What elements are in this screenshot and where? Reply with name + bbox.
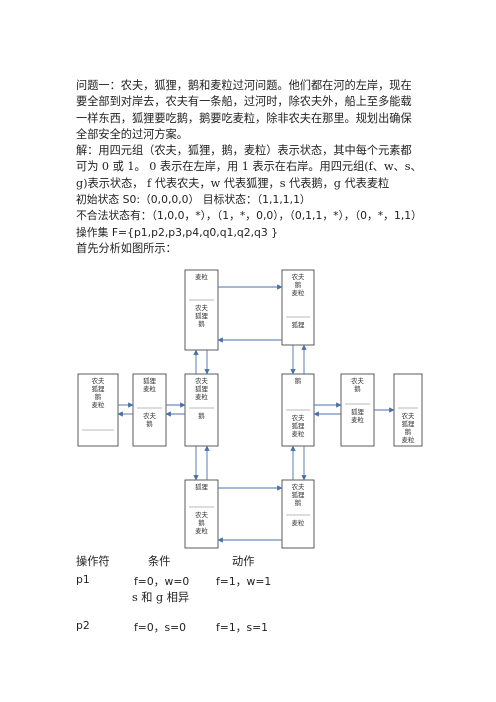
state-right-item: 农夫 <box>292 413 305 422</box>
state-left-item: 鹅 <box>295 280 301 289</box>
state-right-item: 鹅 <box>198 319 204 328</box>
state-right-item: 狐狸 <box>195 311 208 320</box>
state-left-item: 农夫 <box>292 272 305 281</box>
state-right-item: 狐狸 <box>402 419 415 428</box>
analysis-intro: 首先分析如图所示： <box>76 241 177 255</box>
state-left-item: 农夫 <box>292 482 305 491</box>
state-left-item: 鹅 <box>354 384 360 393</box>
state-left-item: 农夫 <box>195 376 208 385</box>
state-left-item: 麦粒 <box>143 384 156 393</box>
state-right-item: 麦粒 <box>292 429 305 438</box>
problem-statement: 问题一：农夫，狐狸，鹅和麦粒过河问题。他们都在河的左岸，现在要全部到对岸去，农夫… <box>76 79 412 141</box>
state-right-item: 鹅 <box>146 419 152 428</box>
state-right-item: 农夫 <box>195 510 208 519</box>
operator-name: p2 <box>76 619 90 632</box>
state-right-item: 麦粒 <box>195 526 208 535</box>
operator-condition: f=0，s=0 <box>134 621 187 634</box>
state-right-item: 狐狸 <box>351 407 364 416</box>
operator-condition: f=0，w=0 <box>134 575 190 588</box>
state-box-frame <box>340 373 375 447</box>
state-box-frame <box>132 373 167 447</box>
state-right-item: 农夫 <box>402 411 415 420</box>
operator-name: p1 <box>76 573 90 586</box>
state-box-frame <box>184 269 219 351</box>
state-left-item: 农夫 <box>92 376 105 385</box>
state-right-item: 农夫 <box>195 303 208 312</box>
state-box-frame <box>281 373 315 447</box>
solution-description: 解：用四元组（农夫，狐狸，鹅，麦粒）表示状态，其中每个元素都可为 0 或 1。 … <box>76 144 422 190</box>
state-left-item: 狐狸 <box>195 384 208 393</box>
state-box-frame <box>393 373 423 447</box>
header-operator: 操作符 <box>76 555 110 568</box>
state-right-item: 麦粒 <box>292 518 305 527</box>
illegal-states: 不合法状态有：（1,0,0，*），（1，*，0,0），（0,1,1，*），（0，… <box>76 209 422 223</box>
state-right-item: 鹅 <box>198 518 204 527</box>
state-right-item: 农夫 <box>143 411 156 420</box>
state-right-item: 狐狸 <box>292 421 305 430</box>
operator-set: 操作集 F={p1,p2,p3,p4,q0,q1,q2,q3 } <box>76 225 279 239</box>
state-left-item: 狐狸 <box>143 376 156 385</box>
state-left-item: 鹅 <box>295 498 301 507</box>
state-left-item: 狐狸 <box>92 384 105 393</box>
state-left-item: 麦粒 <box>195 392 208 401</box>
state-box-frame <box>184 479 219 549</box>
state-left-item: 农夫 <box>351 376 364 385</box>
state-box-frame <box>281 479 315 549</box>
operator-action: f=1，s=1 <box>216 621 269 634</box>
state-left-item: 麦粒 <box>292 288 305 297</box>
state-right-item: 狐狸 <box>292 320 305 329</box>
initial-goal-states: 初始状态 S0:（0,0,0,0） 目标状态：（1,1,1,1） <box>76 193 311 207</box>
state-right-item: 鹅 <box>405 427 411 436</box>
state-left-item: 鹅 <box>295 376 301 385</box>
state-left-item: 麦粒 <box>92 400 105 409</box>
state-box-frame <box>281 269 315 346</box>
operator-action: f=1，w=1 <box>216 575 272 588</box>
state-left-item: 麦粒 <box>195 272 208 281</box>
intro-text: 问题一：农夫，狐狸，鹅和麦粒过河问题。他们都在河的左岸，现在要全部到对岸去，农夫… <box>76 78 422 257</box>
operator-note-text: s 和 g 相异 <box>132 591 190 604</box>
header-condition: 条件 <box>148 555 171 568</box>
state-right-item: 麦粒 <box>402 435 415 444</box>
state-right-item: 鹅 <box>198 411 204 420</box>
header-action: 动作 <box>232 555 255 568</box>
state-left-item: 狐狸 <box>292 490 305 499</box>
state-right-item: 麦粒 <box>351 415 364 424</box>
state-left-item: 鹅 <box>95 392 101 401</box>
state-box-frame <box>184 373 219 447</box>
state-box-frame <box>77 373 119 447</box>
state-left-item: 狐狸 <box>195 482 208 491</box>
